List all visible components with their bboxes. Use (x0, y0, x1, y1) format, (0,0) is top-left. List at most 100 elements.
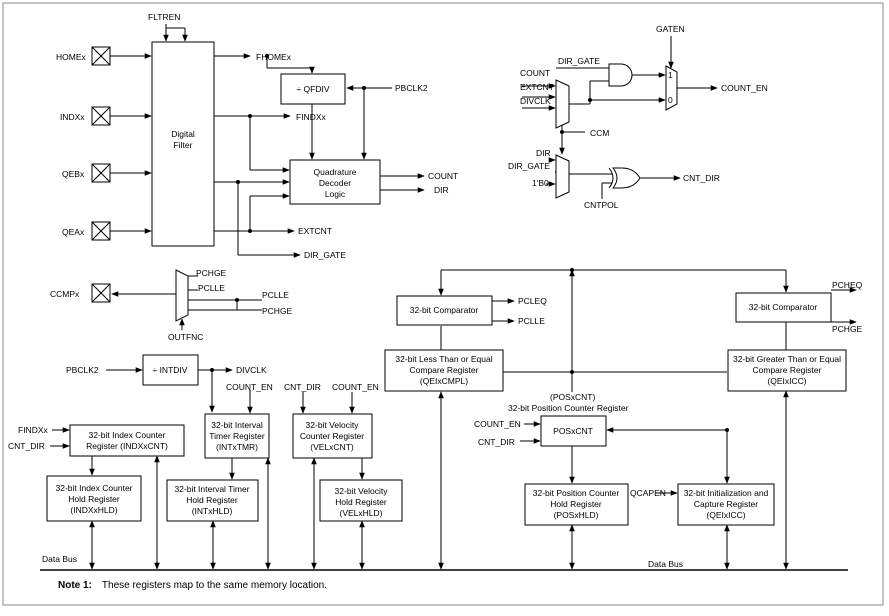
index-hold-line1: 32-bit Index Counter (55, 483, 132, 493)
mux-count-en (665, 65, 678, 111)
comparator-lo-label: 32-bit Comparator (410, 305, 479, 315)
outer-border (2, 2, 884, 606)
pin-ccmpx (91, 283, 111, 303)
velocity-counter-line3: (VELxCNT) (310, 442, 354, 452)
digital-filter-block (151, 41, 215, 247)
interval-timer-line3: (INTxTMR) (216, 442, 258, 452)
dir-gate-input-label: DIR_GATE (508, 161, 550, 171)
init-capture-line2: Capture Register (694, 499, 758, 509)
pchge-label: PCHGE (262, 306, 293, 316)
dir-gate-label-2: DIR_GATE (558, 56, 600, 66)
velocity-counter-line2: Counter Register (300, 431, 364, 441)
pcleq-label: PCLEQ (518, 296, 547, 306)
index-counter-register (69, 424, 185, 457)
pin-homex (91, 46, 111, 66)
dir-label: DIR (434, 185, 449, 195)
divclk-label: DIVCLK (236, 365, 267, 375)
pin-homex-label: HOMEx (56, 52, 87, 62)
xor-gate (611, 167, 641, 189)
quad-line3: Logic (325, 189, 346, 199)
velocity-counter-line1: 32-bit Velocity (306, 420, 360, 430)
intdiv-label: ÷ INTDIV (153, 365, 188, 375)
mux-zero-label: 0 (668, 95, 673, 105)
index-hold-line3: (INDXxHLD) (70, 505, 117, 515)
dir-gate-label: DIR_GATE (304, 250, 346, 260)
index-counter-line2: Register (INDXxCNT) (86, 441, 168, 451)
velocity-counter-register (292, 413, 373, 459)
interval-timer-line1: 32-bit Interval (211, 420, 263, 430)
qfdiv-block (280, 73, 346, 105)
count-en-pos-label: COUNT_EN (474, 419, 521, 429)
pos-hold-register (524, 483, 629, 526)
fltren-label: FLTREN (148, 12, 180, 22)
pin-indxx-label: INDXx (60, 112, 85, 122)
poscnt-paren-label: (POSxCNT) (550, 392, 596, 402)
index-counter-line1: 32-bit Index Counter (88, 430, 165, 440)
pin-indxx (91, 106, 111, 126)
pclle-label: PCLLE (262, 290, 289, 300)
interval-hold-line2: Hold Register (186, 495, 238, 505)
digital-filter-line1: Digital (171, 129, 195, 139)
init-capture-line1: 32-bit Initialization and (684, 488, 769, 498)
count-input-label: COUNT (520, 68, 550, 78)
pbclk2-intdiv-label: PBCLK2 (66, 365, 99, 375)
findxx-index-label: FINDXx (18, 425, 49, 435)
cnt-dir-velocity-label: CNT_DIR (284, 382, 321, 392)
pin-ccmpx-label: CCMPx (50, 289, 80, 299)
interval-timer-line2: Timer Register (209, 431, 265, 441)
interval-hold-line1: 32-bit Interval Timer (174, 484, 249, 494)
mux-dir-source (555, 154, 570, 199)
pin-qeax-label: QEAx (62, 227, 85, 237)
qcapen-label: QCAPEN (630, 488, 666, 498)
cnt-dir-pos-label: CNT_DIR (478, 437, 515, 447)
velocity-hold-line3: (VELxHLD) (340, 508, 383, 518)
pchge-out-label: PCHGE (832, 324, 863, 334)
count-en-velocity-label: COUNT_EN (332, 382, 379, 392)
qfdiv-label: ÷ QFDIV (297, 84, 330, 94)
lt-reg-line3: (QEIxCMPL) (420, 376, 468, 386)
pchge-mux-label: PCHGE (196, 268, 227, 278)
mux-one-label: 1 (668, 70, 673, 80)
footnote-text: These registers map to the same memory l… (101, 580, 327, 591)
count-label: COUNT (428, 171, 458, 181)
b0-input-label: 1'B0 (532, 178, 549, 188)
gt-reg-line2: Compare Register (753, 365, 822, 375)
mux-count-source (555, 79, 570, 129)
comparator-lo (396, 295, 493, 326)
count-en-timer-label: COUNT_EN (226, 382, 273, 392)
footnote: Note 1: These registers map to the same m… (58, 580, 327, 591)
pin-qebx-label: QEBx (62, 169, 85, 179)
pin-qeax (91, 221, 111, 241)
data-bus-left-label: Data Bus (42, 554, 77, 564)
velocity-hold-line2: Hold Register (335, 497, 387, 507)
pin-qebx (91, 163, 111, 183)
pos-counter-title: 32-bit Position Counter Register (508, 403, 629, 413)
data-bus-right-label: Data Bus (648, 559, 683, 569)
gaten-label: GATEN (656, 24, 685, 34)
findxx-label: FINDXx (296, 112, 327, 122)
pos-hold-line3: (POSxHLD) (554, 510, 599, 520)
count-en-output-label: COUNT_EN (721, 83, 768, 93)
comparator-hi-label: 32-bit Comparator (749, 302, 818, 312)
pclle-out-label: PCLLE (518, 316, 545, 326)
quadrature-decoder-block (289, 159, 381, 205)
and-gate (608, 63, 633, 87)
lt-reg-line2: Compare Register (410, 365, 479, 375)
cnt-dir-output-label: CNT_DIR (683, 173, 720, 183)
dir-input-label: DIR (536, 148, 551, 158)
quad-line2: Decoder (319, 178, 351, 188)
footnote-label: Note 1: (58, 580, 92, 591)
cnt-dir-index-label: CNT_DIR (8, 441, 45, 451)
velocity-hold-line1: 32-bit Velocity (335, 486, 389, 496)
poscnt-register (540, 415, 607, 447)
outfnc-label: OUTFNC (168, 332, 203, 342)
digital-filter-line2: Filter (174, 140, 193, 150)
pcheq-label: PCHEQ (832, 280, 863, 290)
divclk-input-label: DIVCLK (520, 96, 551, 106)
pos-hold-line1: 32-bit Position Counter (533, 488, 620, 498)
index-hold-line2: Hold Register (68, 494, 120, 504)
pos-hold-line2: Hold Register (550, 499, 602, 509)
lt-eq-compare-register (384, 349, 504, 392)
